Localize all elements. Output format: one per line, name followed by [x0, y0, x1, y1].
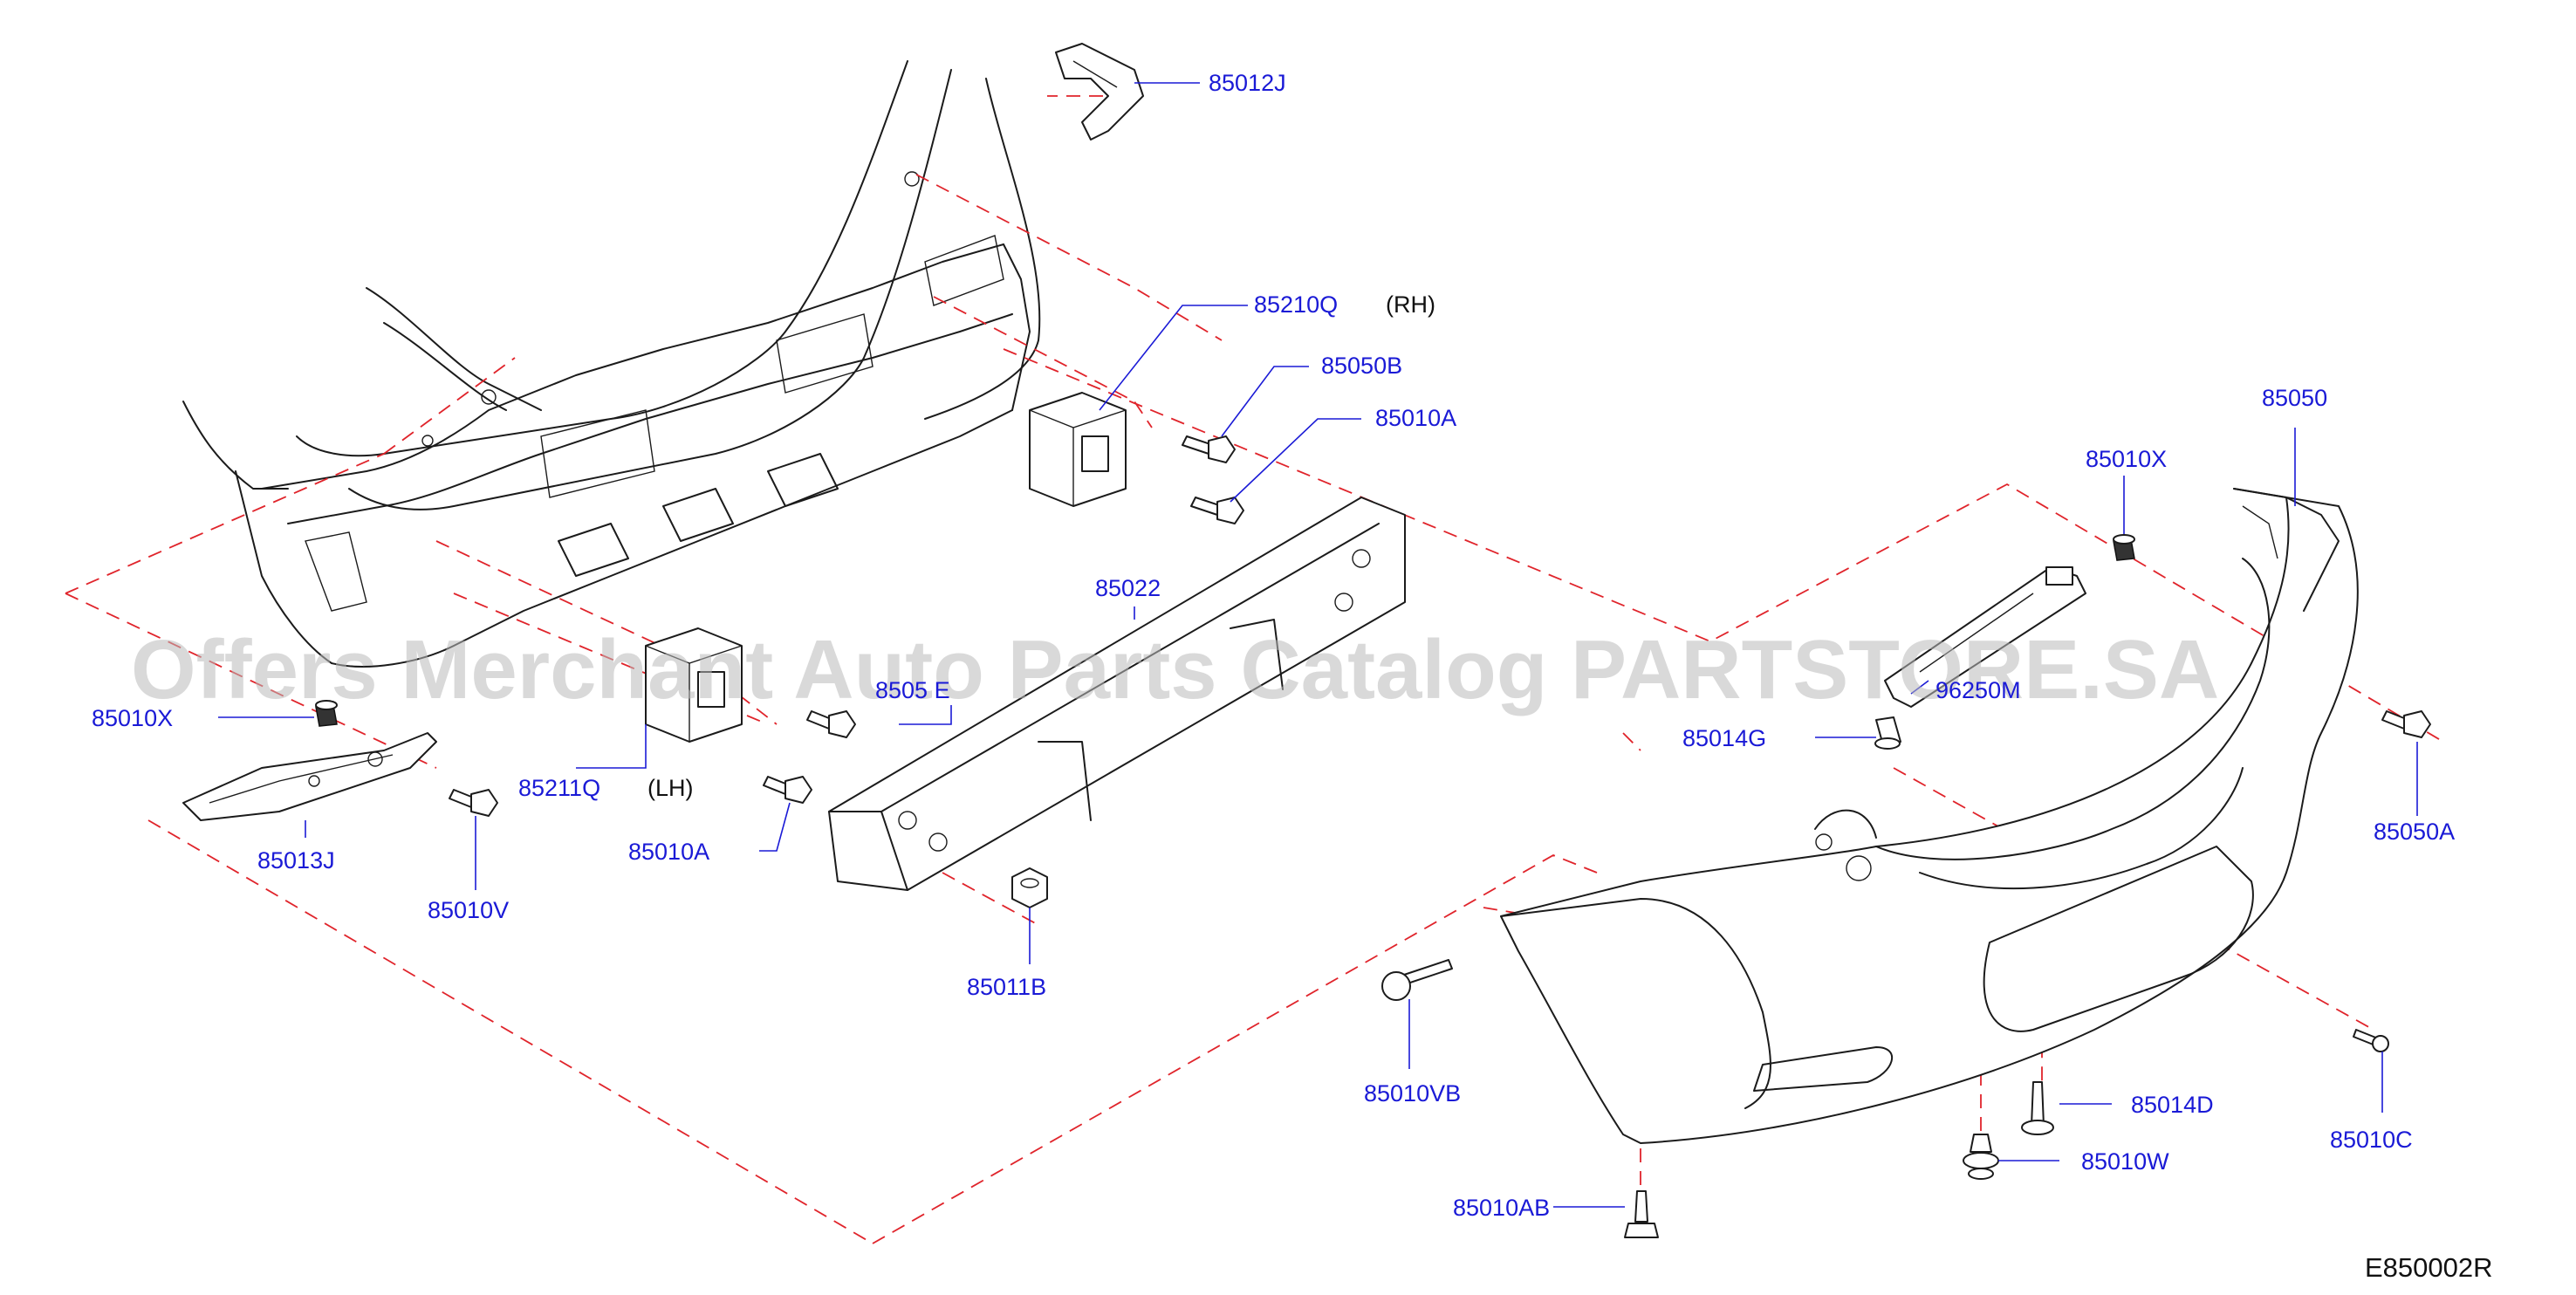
leader-lines — [218, 82, 2418, 1208]
bumper-reinforcement-beam — [828, 497, 1406, 891]
watermark-text: Offers Merchant Auto Parts Catalog PARTS… — [131, 623, 2219, 716]
screw-85010c — [2353, 1029, 2389, 1052]
bracket-85013j — [182, 732, 437, 821]
part-label-85010w[interactable]: 85010W — [2081, 1148, 2169, 1175]
part-label-85022[interactable]: 85022 — [1095, 575, 1161, 601]
part-label-85010v[interactable]: 85010V — [428, 897, 509, 923]
nut-85011b — [1011, 867, 1048, 908]
side-label-rh: (RH) — [1386, 291, 1435, 318]
clip-85010x-right — [2113, 534, 2135, 561]
part-label-85010ab[interactable]: 85010AB — [1453, 1195, 1550, 1221]
mount-bracket-85211q — [645, 627, 743, 743]
bolt-85010v — [449, 789, 498, 817]
part-labels: 85012J 85210Q 85050B 85010A 85050 85010X… — [92, 70, 2455, 1221]
part-label-85211q[interactable]: 85211Q — [518, 775, 600, 801]
part-label-85010vb[interactable]: 85010VB — [1364, 1080, 1461, 1107]
part-label-85010c[interactable]: 85010C — [2330, 1127, 2413, 1153]
part-label-85010x-right[interactable]: 85010X — [2086, 446, 2167, 472]
rear-body-panel — [182, 60, 1041, 668]
side-label-lh: (LH) — [647, 775, 694, 801]
clip-85014g — [1874, 716, 1901, 750]
fasteners — [315, 435, 2431, 1238]
part-label-85011b[interactable]: 85011B — [967, 974, 1046, 1000]
bracket-85012j — [1055, 43, 1144, 140]
mount-bracket-85210q — [1029, 392, 1127, 507]
part-label-85050b[interactable]: 85050B — [1321, 353, 1402, 379]
part-label-85050[interactable]: 85050 — [2262, 385, 2327, 411]
diagram-code: E850002R — [2365, 1252, 2493, 1283]
part-label-85050e[interactable]: 8505 E — [875, 677, 950, 703]
part-label-96250m[interactable]: 96250M — [1935, 677, 2021, 703]
part-label-85010a-bottom[interactable]: 85010A — [628, 839, 709, 865]
part-label-85014d[interactable]: 85014D — [2131, 1092, 2214, 1118]
part-label-85210q[interactable]: 85210Q — [1254, 291, 1338, 318]
rear-bumper-fascia — [1500, 488, 2359, 1144]
part-label-85010a-top[interactable]: 85010A — [1375, 405, 1456, 431]
part-label-85010x-left[interactable]: 85010X — [92, 705, 173, 731]
part-label-85050a[interactable]: 85050A — [2374, 819, 2455, 845]
bolt-85050a — [2381, 710, 2431, 738]
bolt-85010ab — [1624, 1190, 1659, 1238]
screw-85010vb — [1381, 959, 1453, 1001]
bolt-85050e — [806, 710, 856, 738]
bolt-85010a-top — [1190, 497, 1244, 524]
part-label-85014g[interactable]: 85014G — [1682, 725, 1766, 751]
bracket-96250m — [1884, 566, 2086, 708]
bolt-85010a-bottom — [763, 776, 812, 804]
bolt-85050b — [1182, 435, 1236, 463]
part-label-85013j[interactable]: 85013J — [257, 847, 335, 874]
clip-85010x-left — [315, 700, 338, 727]
part-label-85012j[interactable]: 85012J — [1209, 70, 1286, 96]
screw-85014d — [2021, 1081, 2054, 1135]
clip-85010w — [1963, 1134, 1999, 1180]
